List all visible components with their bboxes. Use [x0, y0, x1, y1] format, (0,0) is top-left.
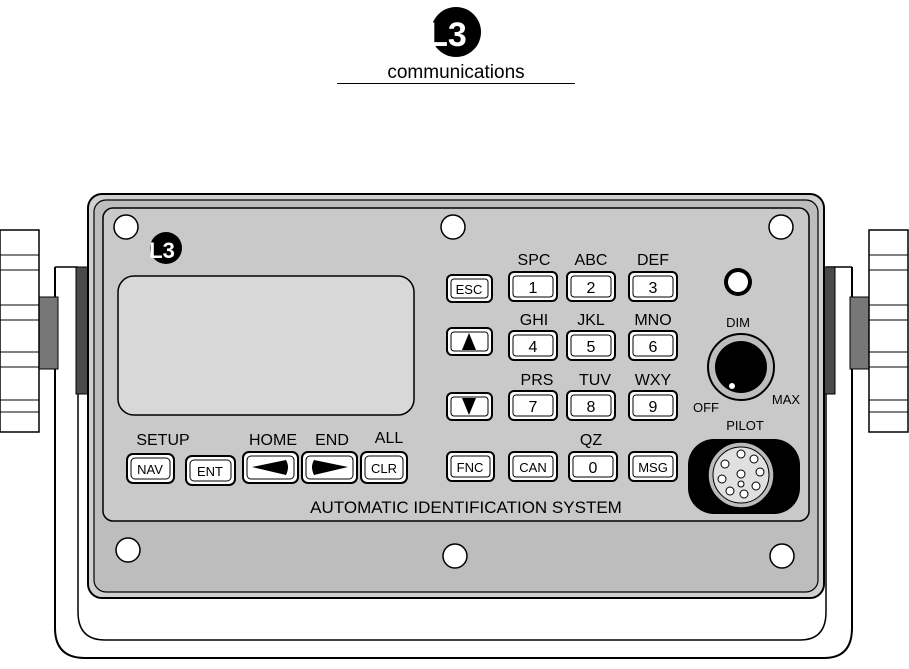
svg-text:NAV: NAV [137, 462, 163, 477]
svg-text:0: 0 [589, 460, 598, 477]
key-5[interactable]: 5 [567, 331, 615, 360]
dim-label: DIM [726, 315, 750, 330]
dim-off-label: OFF [693, 400, 719, 415]
nav-button[interactable]: NAV [127, 454, 174, 483]
right-mounting-knob[interactable] [850, 230, 908, 432]
can-button[interactable]: CAN [509, 452, 557, 481]
svg-text:MSG: MSG [638, 460, 668, 475]
svg-text:CLR: CLR [371, 461, 397, 476]
svg-text:SPC: SPC [518, 252, 551, 269]
key-7[interactable]: 7 [509, 391, 557, 420]
svg-text:JKL: JKL [577, 312, 605, 329]
system-title: AUTOMATIC IDENTIFICATION SYSTEM [310, 498, 622, 517]
svg-text:GHI: GHI [520, 312, 548, 329]
key-9[interactable]: 9 [629, 391, 677, 420]
left-arrow-button[interactable] [243, 452, 298, 483]
svg-text:FNC: FNC [457, 460, 484, 475]
svg-text:L3: L3 [149, 238, 175, 263]
pilot-connector[interactable] [688, 439, 800, 514]
up-arrow-button[interactable] [447, 328, 492, 355]
svg-text:ESC: ESC [456, 282, 483, 297]
svg-text:7: 7 [529, 399, 538, 416]
svg-text:TUV: TUV [579, 372, 611, 389]
dim-max-label: MAX [772, 392, 801, 407]
svg-text:CAN: CAN [519, 460, 546, 475]
dim-knob[interactable] [708, 334, 774, 400]
svg-text:END: END [315, 432, 349, 449]
status-led [724, 268, 752, 296]
left-mounting-knob[interactable] [0, 230, 58, 432]
svg-text:WXY: WXY [635, 372, 672, 389]
key-4[interactable]: 4 [509, 331, 557, 360]
right-arrow-button[interactable] [302, 452, 357, 483]
lcd-display [118, 276, 414, 415]
key-0[interactable]: 0 [569, 452, 617, 481]
svg-text:DEF: DEF [637, 252, 669, 269]
svg-text:4: 4 [529, 339, 538, 356]
svg-text:2: 2 [587, 280, 596, 297]
svg-text:ENT: ENT [197, 464, 223, 479]
clr-button[interactable]: CLR [361, 452, 407, 483]
down-arrow-button[interactable] [447, 393, 492, 420]
esc-button[interactable]: ESC [447, 275, 492, 302]
svg-text:HOME: HOME [249, 432, 297, 449]
svg-text:8: 8 [587, 399, 596, 416]
key-6[interactable]: 6 [629, 331, 677, 360]
svg-text:ABC: ABC [575, 252, 608, 269]
svg-text:5: 5 [587, 339, 596, 356]
key-8[interactable]: 8 [567, 391, 615, 420]
msg-button[interactable]: MSG [629, 452, 677, 481]
svg-text:MNO: MNO [634, 312, 671, 329]
svg-text:3: 3 [649, 280, 658, 297]
key-3[interactable]: 3 [629, 272, 677, 301]
ent-button[interactable]: ENT [186, 456, 235, 485]
key-1[interactable]: 1 [509, 272, 557, 301]
svg-text:1: 1 [529, 280, 538, 297]
svg-text:PRS: PRS [521, 372, 554, 389]
svg-text:6: 6 [649, 339, 658, 356]
svg-text:QZ: QZ [580, 432, 602, 449]
pilot-label: PILOT [726, 418, 764, 433]
fnc-button[interactable]: FNC [447, 452, 494, 481]
svg-text:SETUP: SETUP [136, 432, 189, 449]
svg-text:ALL: ALL [375, 430, 404, 447]
key-2[interactable]: 2 [567, 272, 615, 301]
svg-text:9: 9 [649, 399, 658, 416]
